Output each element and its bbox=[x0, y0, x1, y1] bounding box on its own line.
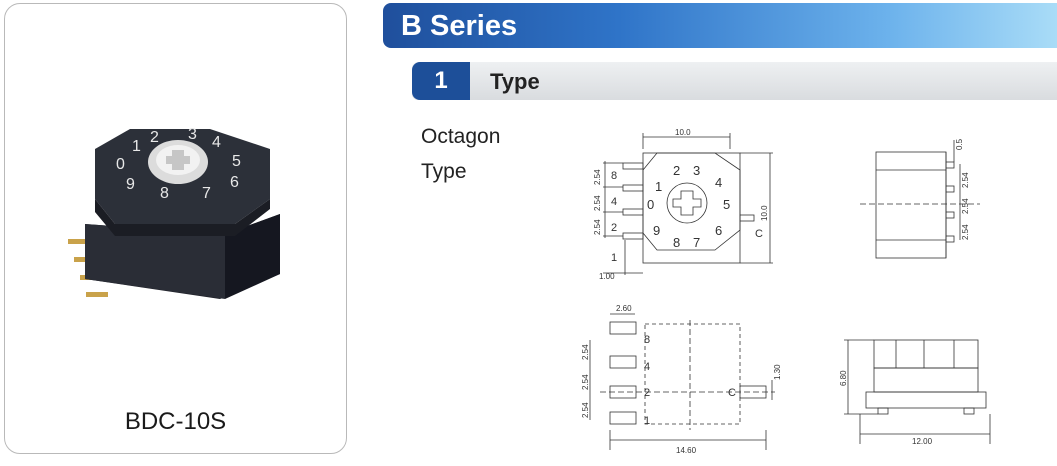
side-pitch-dim: 2.54 bbox=[961, 198, 970, 214]
front-dial-digit: 0 bbox=[647, 197, 654, 212]
front-pin-label: 2 bbox=[611, 222, 617, 234]
bottom-height-dim: 6.80 bbox=[839, 370, 848, 386]
footprint-pitch-dim: 2.54 bbox=[581, 374, 590, 390]
footprint-common-label: C bbox=[728, 387, 736, 399]
photo-pin bbox=[86, 292, 108, 297]
front-view-drawing: 10.0 10.0 2.54 2.54 2.54 1.00 1 2 3 4 5 … bbox=[593, 128, 773, 281]
front-pin-label: 1 bbox=[611, 252, 617, 264]
front-common-label: C bbox=[755, 228, 763, 240]
product-photo: 0 1 2 3 4 5 6 7 8 9 bbox=[68, 126, 280, 299]
side-pitch-dim: 2.54 bbox=[961, 172, 970, 188]
photo-digit: 1 bbox=[132, 138, 141, 155]
front-pin-label: 4 bbox=[611, 196, 617, 208]
photo-digit: 0 bbox=[116, 156, 125, 173]
front-dial-digit: 7 bbox=[693, 235, 700, 250]
front-dial-digit: 6 bbox=[715, 223, 722, 238]
section-number: 1 bbox=[412, 62, 470, 100]
front-dial-digit: 8 bbox=[673, 235, 680, 250]
section-title: Type bbox=[490, 69, 540, 94]
front-offset-dim: 1.00 bbox=[599, 272, 615, 281]
footprint-pad-label: 1 bbox=[644, 415, 650, 427]
front-dial-digit: 4 bbox=[715, 175, 722, 190]
photo-pin bbox=[68, 239, 92, 244]
photo-digit: 7 bbox=[202, 185, 211, 202]
footprint-pad-label: 2 bbox=[644, 387, 650, 399]
front-dial-digit: 3 bbox=[693, 163, 700, 178]
front-height-dim: 10.0 bbox=[760, 205, 769, 221]
series-header: B Series bbox=[383, 3, 1057, 48]
footprint-drawing: 2.60 2.54 2.54 2.54 1.30 14.60 8 4 2 1 C bbox=[581, 304, 782, 455]
side-view-drawing: 0.5 2.54 2.54 2.54 bbox=[860, 138, 980, 259]
front-dial-digit: 2 bbox=[673, 163, 680, 178]
footprint-pad-dim: 2.60 bbox=[616, 304, 632, 313]
front-pitch-dim: 2.54 bbox=[593, 219, 602, 235]
photo-digit: 3 bbox=[188, 126, 197, 143]
section-header: 1 Type bbox=[412, 62, 1057, 100]
photo-digit: 5 bbox=[232, 153, 241, 170]
front-dial-digit: 5 bbox=[723, 197, 730, 212]
bottom-width-dim: 12.00 bbox=[912, 437, 933, 446]
footprint-pad-label: 8 bbox=[644, 334, 650, 346]
front-dial-digit: 1 bbox=[655, 179, 662, 194]
side-top-dim: 0.5 bbox=[955, 138, 964, 150]
photo-digit: 8 bbox=[160, 185, 169, 202]
type-name-line2: Type bbox=[421, 160, 467, 183]
photo-digit: 4 bbox=[212, 134, 221, 151]
photo-digit: 2 bbox=[150, 129, 159, 146]
footprint-common-dim: 1.30 bbox=[773, 364, 782, 380]
footprint-total-dim: 14.60 bbox=[676, 446, 697, 455]
front-pitch-dim: 2.54 bbox=[593, 195, 602, 211]
footprint-pad-label: 4 bbox=[644, 361, 650, 373]
front-pin-label: 8 bbox=[611, 170, 617, 182]
footprint-pitch-dim: 2.54 bbox=[581, 402, 590, 418]
front-pitch-dim: 2.54 bbox=[593, 169, 602, 185]
product-card: 0 1 2 3 4 5 6 7 8 9 BDC-10S bbox=[4, 3, 347, 454]
model-name: BDC-10S bbox=[124, 408, 227, 435]
series-title: B Series bbox=[401, 10, 518, 42]
bottom-view-drawing: 6.80 12.00 bbox=[839, 339, 991, 446]
type-name-line1: Octagon bbox=[421, 125, 501, 148]
front-dial-digit: 9 bbox=[653, 223, 660, 238]
photo-digit: 6 bbox=[230, 174, 239, 191]
footprint-pitch-dim: 2.54 bbox=[581, 344, 590, 360]
photo-digit: 9 bbox=[126, 176, 135, 193]
side-pitch-dim: 2.54 bbox=[961, 224, 970, 240]
front-width-dim: 10.0 bbox=[675, 128, 691, 137]
